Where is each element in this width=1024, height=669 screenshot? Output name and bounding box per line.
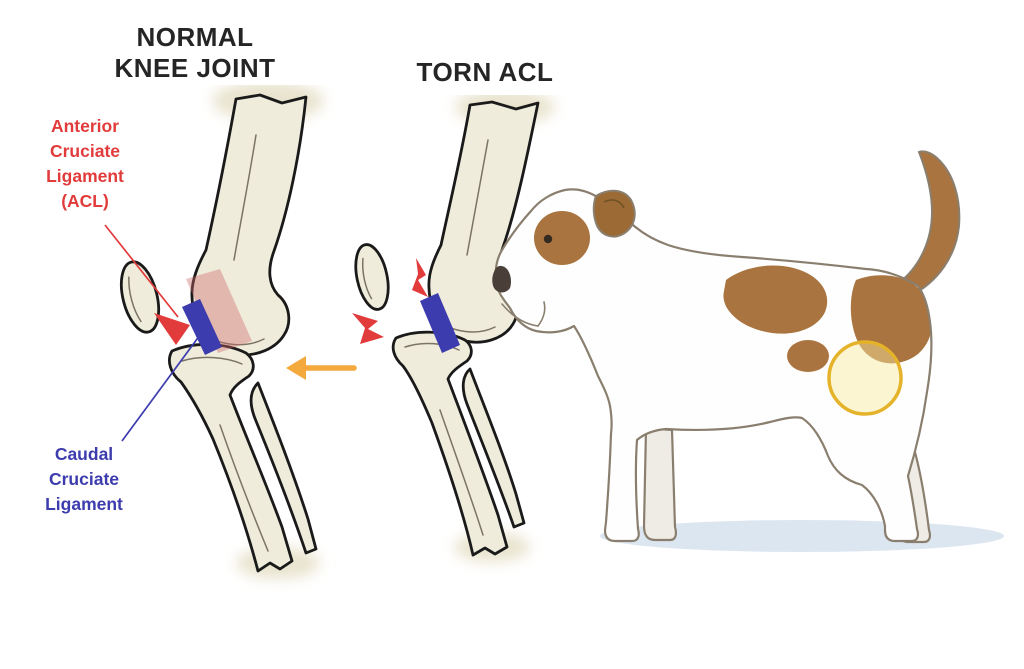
back-patch [723, 265, 828, 334]
dog-nose [492, 265, 511, 293]
jowl-line [537, 301, 546, 327]
ear-inner-line [603, 199, 625, 209]
mouth-line [501, 303, 539, 327]
title-torn-acl: TORN ACL [416, 57, 554, 87]
dog-tail [898, 150, 961, 298]
tibia-shaft-line [219, 424, 269, 552]
tibia-plateau-line [404, 342, 460, 351]
patella-bone [354, 243, 390, 311]
tibia-shaft-line [439, 409, 484, 536]
tibia-bone [391, 330, 509, 557]
dog-eye [543, 234, 553, 244]
femur-shaft-line [233, 134, 257, 261]
torn-acl-upper-stump [412, 258, 428, 297]
tibia-bone [168, 343, 294, 573]
fibula-bone [249, 381, 318, 555]
femur-bone [427, 100, 540, 344]
caudal-pointer-line [121, 334, 201, 442]
caudal-cruciate-ligament [420, 293, 460, 353]
label-anterior-cruciate-ligament: Anterior Cruciate Ligament (ACL) [46, 116, 124, 211]
far-front-leg [642, 426, 678, 542]
title-normal-knee: NORMAL KNEE JOINT [114, 22, 276, 83]
torn-acl-lower-stump [352, 313, 384, 344]
left-arrow-icon [286, 356, 357, 380]
torn-knee-illustration [352, 95, 555, 562]
knee-highlight-circle [827, 340, 903, 416]
arrow-head [286, 356, 306, 380]
tibia-plateau-line [181, 356, 243, 365]
caudal-cruciate-ligament [182, 299, 222, 355]
dog-illustration [492, 150, 1004, 552]
normal-knee-illustration [104, 85, 324, 579]
eye-patch [534, 211, 590, 265]
femur-bone [190, 93, 308, 357]
acl-translucent-band [186, 269, 252, 353]
label-caudal-cruciate-ligament: Caudal Cruciate Ligament [45, 444, 123, 514]
anterior-cruciate-ligament [154, 313, 190, 345]
femur-shaft-line [466, 139, 489, 256]
acl-pointer-line [104, 224, 179, 318]
dog-ear [592, 189, 636, 238]
flank-patch [787, 340, 829, 372]
fibula-bone [461, 367, 526, 529]
patella-bone [119, 260, 161, 334]
